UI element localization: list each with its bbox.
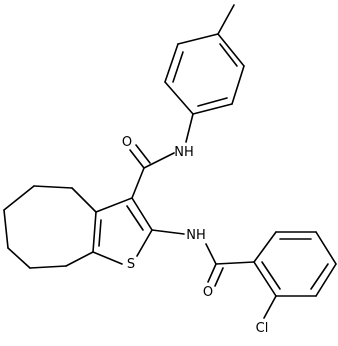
- bond: [214, 267, 224, 287]
- bond: [217, 33, 245, 67]
- bond: [3, 209, 9, 249]
- bond: [151, 229, 185, 235]
- bond: [231, 65, 245, 105]
- bond: [129, 149, 145, 169]
- bond: [263, 295, 277, 319]
- chlorine-label: Cl: [256, 321, 269, 336]
- bond: [65, 251, 94, 267]
- bond: [205, 243, 217, 265]
- oxygen-amide-label: O: [122, 135, 132, 150]
- bond: [135, 144, 151, 164]
- chlorophenyl-ring: [253, 231, 337, 319]
- bond: [310, 263, 329, 290]
- nh-amide-label: NH: [174, 145, 194, 160]
- bond: [261, 261, 281, 290]
- bond: [219, 43, 238, 67]
- bond: [253, 231, 277, 263]
- bond: [92, 211, 97, 253]
- bond: [164, 81, 194, 115]
- bond: [131, 167, 145, 199]
- bond: [131, 197, 153, 231]
- bond: [207, 263, 217, 283]
- tolyl-ring: [164, 4, 245, 115]
- benzamide-group: [151, 229, 255, 287]
- bond: [177, 33, 219, 45]
- bond: [7, 247, 31, 269]
- bond: [136, 229, 153, 257]
- bond: [92, 251, 123, 265]
- bond: [29, 265, 67, 269]
- bond: [143, 152, 175, 169]
- bond: [98, 219, 102, 247]
- sulfur-label: S: [127, 257, 135, 272]
- bond: [315, 263, 337, 297]
- oxygen-benzoyl-label: O: [203, 285, 213, 300]
- bond: [95, 197, 133, 213]
- bond: [192, 103, 233, 115]
- bond: [71, 187, 97, 213]
- bond: [217, 4, 235, 35]
- thiophene-ring: [92, 197, 153, 265]
- bond: [253, 261, 277, 297]
- bond: [315, 231, 337, 265]
- cycloheptane-ring: [3, 185, 97, 269]
- bond: [197, 97, 228, 107]
- bond: [185, 113, 194, 143]
- bond: [126, 205, 144, 231]
- bond: [215, 261, 255, 265]
- bond: [3, 185, 35, 211]
- amide-group: [129, 113, 194, 199]
- bond: [33, 185, 73, 189]
- nh-lower-label: NH: [186, 228, 206, 243]
- bond: [164, 43, 179, 83]
- bond: [172, 51, 184, 83]
